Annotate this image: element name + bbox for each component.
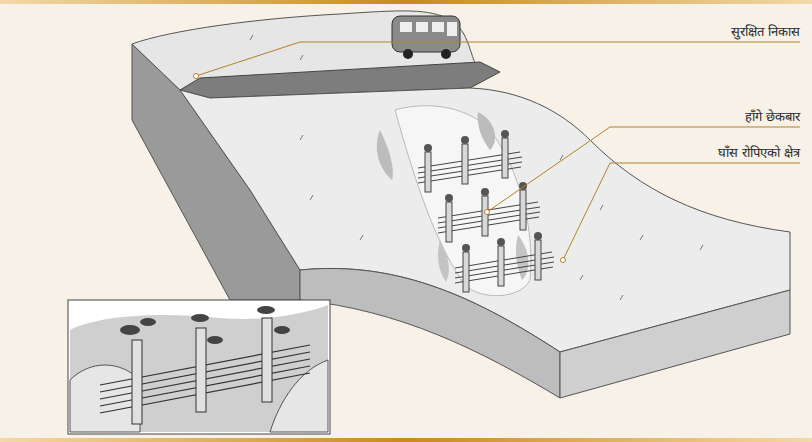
erosion-patch bbox=[438, 240, 449, 282]
erosion-patch bbox=[478, 112, 496, 150]
top-border bbox=[0, 0, 812, 4]
wattle-fence bbox=[455, 240, 554, 292]
sprouts bbox=[424, 130, 542, 252]
landslide-scar bbox=[395, 106, 531, 296]
erosion-patch bbox=[377, 130, 393, 180]
callout-label: हाँगे छेकबार bbox=[745, 107, 800, 125]
callout-label: सुरक्षित निकास bbox=[731, 22, 800, 40]
leader-line bbox=[196, 42, 800, 260]
block-front-right bbox=[560, 290, 790, 398]
wattle-fence bbox=[418, 138, 522, 192]
inset-detail bbox=[68, 300, 330, 434]
bottom-border bbox=[0, 438, 812, 442]
grass-marks bbox=[250, 35, 703, 300]
callout-label: घाँस रोपिएको क्षेत्र bbox=[718, 143, 800, 161]
wattle-fence bbox=[438, 190, 540, 242]
bus bbox=[392, 16, 460, 59]
leader-dot bbox=[194, 74, 566, 263]
